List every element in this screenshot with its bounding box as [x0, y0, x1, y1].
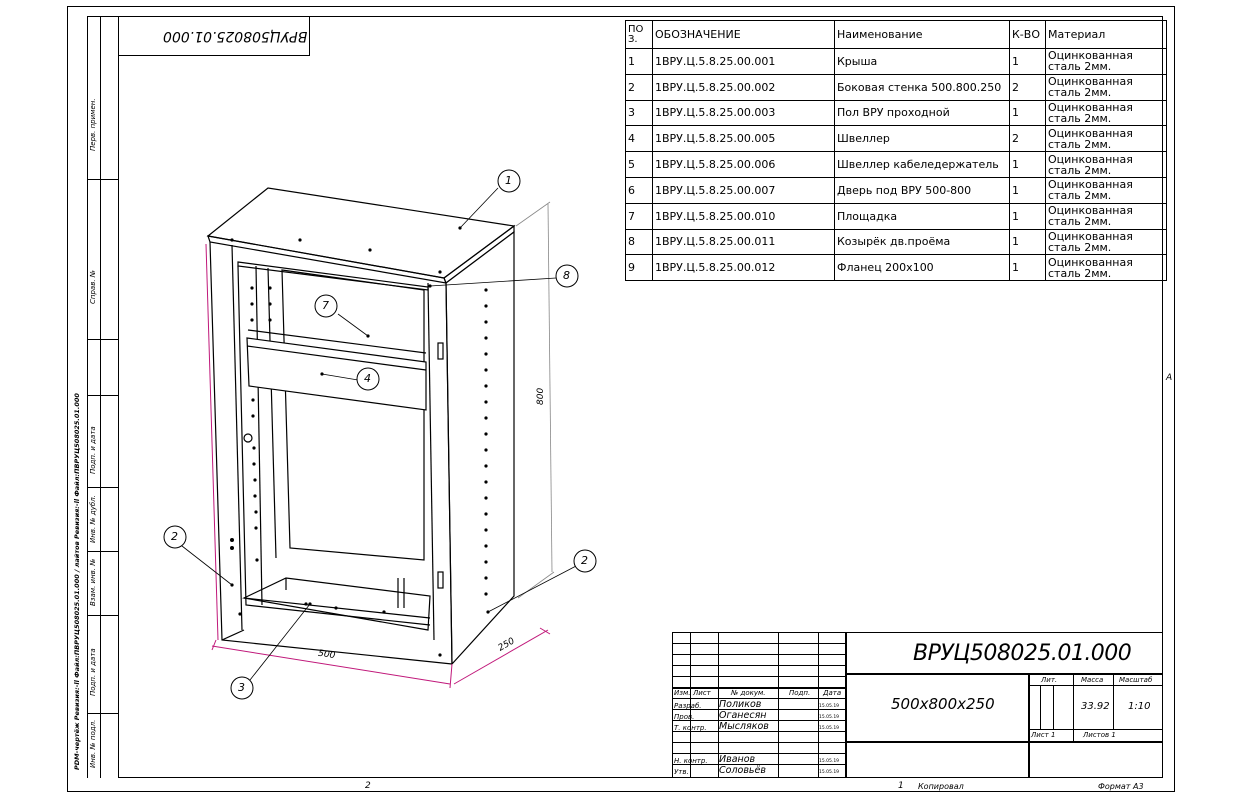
callout-bubble-7	[314, 294, 338, 318]
bom-cell-pos: 1	[625, 48, 653, 75]
tb-header-doc: № докум.	[731, 689, 766, 697]
tb-role-date: 15.05.19	[819, 759, 840, 764]
dim-height: 800	[536, 387, 546, 405]
tb-header-date: Дата	[823, 689, 842, 697]
tb-role-date: 15.05.19	[819, 715, 840, 720]
tb-role-label: Разраб.	[674, 702, 702, 710]
bom-cell-name: Боковая стенка 500.800.250	[834, 73, 1010, 101]
tb-role-label: Т. контр.	[674, 724, 707, 732]
bom-cell-designation: 1ВРУ.Ц.5.8.25.00.012	[652, 254, 835, 282]
bom-cell-qty: 2	[1009, 125, 1046, 153]
bom-table: ПО З. ОБОЗНАЧЕНИЕ Наименование К-ВО Мате…	[625, 20, 1167, 282]
tb-sheets: Листов 1	[1083, 731, 1116, 739]
left-stamp-column: Перв. примен. Справ. № Подп. и дата Инв.…	[87, 16, 119, 778]
tb-role-name: Поликов	[719, 699, 762, 710]
bom-cell-name: Фланец 200х100	[834, 254, 1010, 282]
tb-header-lit: Лит.	[1041, 676, 1058, 684]
title-block: Изм. Лист № докум. Подп. Дата Разраб. Пол…	[672, 632, 1163, 778]
bom-cell-name: Козырёк дв.проёма	[834, 228, 1010, 256]
tb-product-name: 500х800х250	[891, 695, 995, 713]
callout-bubble-8	[555, 264, 579, 288]
bom-cell-qty: 2	[1009, 73, 1046, 101]
footer-left-no: 2	[365, 781, 371, 791]
side-wall-right	[445, 230, 515, 666]
bom-header-row: ПО З. ОБОЗНАЧЕНИЕ Наименование К-ВО Мате…	[625, 20, 1167, 49]
callout-bubble-1	[497, 169, 521, 193]
bom-cell-name: Площадка	[834, 202, 1010, 230]
tb-role-date: 15.05.19	[819, 726, 840, 731]
bom-header-material: Материал	[1045, 20, 1167, 49]
bom-cell-qty: 1	[1009, 254, 1046, 282]
callout-bubble-3	[230, 676, 254, 700]
bom-cell-material: Оцинкованная сталь 2мм.	[1045, 73, 1167, 101]
tb-role-label: Н. контр.	[674, 757, 708, 765]
tb-header-podp: Подп.	[789, 689, 811, 697]
bom-cell-pos: 3	[625, 99, 653, 127]
bom-cell-material: Оцинкованная сталь 2мм.	[1045, 228, 1167, 256]
bom-cell-name: Швеллер кабеледержатель	[834, 151, 1010, 178]
tb-role-date: 15.05.19	[819, 770, 840, 775]
tb-role-label: Пров.	[674, 713, 695, 721]
tb-sheet: Лист 1	[1031, 731, 1056, 739]
footer-format: Формат А3	[1098, 782, 1144, 791]
bom-cell-qty: 1	[1009, 99, 1046, 127]
tb-header-massa: Масса	[1081, 676, 1104, 684]
callout-8: 8	[563, 269, 570, 282]
zone-marker: A	[1166, 373, 1173, 383]
bom-cell-pos: 2	[625, 73, 653, 101]
callout-bubble-2a	[163, 525, 187, 549]
tb-designation: ВРУЦ508025.01.000	[913, 641, 1132, 666]
tb-role-name: Мысляков	[719, 721, 769, 732]
bom-header-name: Наименование	[834, 20, 1010, 49]
bom-cell-designation: 1ВРУ.Ц.5.8.25.00.005	[652, 125, 835, 153]
tb-header-izm: Изм.	[674, 689, 691, 697]
callout-2b: 2	[581, 554, 588, 567]
bom-cell-pos: 4	[625, 125, 653, 153]
callout-bubble-2b	[573, 549, 597, 573]
tb-header-list: Лист	[693, 689, 711, 697]
bom-cell-designation: 1ВРУ.Ц.5.8.25.00.011	[652, 228, 835, 256]
callout-3: 3	[238, 681, 245, 694]
bom-header-pos: ПО З.	[625, 20, 653, 49]
bom-cell-qty: 1	[1009, 48, 1046, 75]
bom-cell-designation: 1ВРУ.Ц.5.8.25.00.001	[652, 48, 835, 75]
sheet-outer-frame	[67, 6, 1175, 792]
tb-header-masshtab: Масштаб	[1119, 676, 1153, 684]
bom-cell-designation: 1ВРУ.Ц.5.8.25.00.006	[652, 151, 835, 178]
tb-role-label: Утв.	[674, 768, 689, 776]
tb-scale: 1:10	[1128, 701, 1151, 712]
floor-part-3	[242, 577, 431, 631]
bom-cell-name: Дверь под ВРУ 500-800	[834, 176, 1010, 204]
bom-cell-pos: 5	[625, 151, 653, 178]
callout-1: 1	[505, 174, 512, 187]
bom-cell-material: Оцинкованная сталь 2мм.	[1045, 254, 1167, 282]
sheet-inner-frame	[118, 16, 1163, 778]
tb-role-name: Иванов	[719, 754, 756, 765]
footer-center-no: 1	[898, 781, 904, 791]
tb-mass: 33.92	[1081, 701, 1110, 712]
callout-7: 7	[322, 299, 329, 312]
bom-cell-material: Оцинкованная сталь 2мм.	[1045, 48, 1167, 75]
tb-role-date: 15.05.19	[819, 704, 840, 709]
bom-cell-qty: 1	[1009, 151, 1046, 178]
channel-part-4	[246, 337, 427, 411]
callout-4: 4	[364, 372, 371, 385]
tb-role-name: Соловьёв	[719, 765, 766, 776]
callout-2a: 2	[171, 530, 178, 543]
bom-cell-qty: 1	[1009, 228, 1046, 256]
footer-copied: Копировал	[918, 782, 964, 791]
callout-bubble-4	[356, 367, 380, 391]
top-code-box: ВРУЦ508025.01.000	[118, 16, 310, 56]
tb-role-name: Оганесян	[719, 710, 767, 721]
